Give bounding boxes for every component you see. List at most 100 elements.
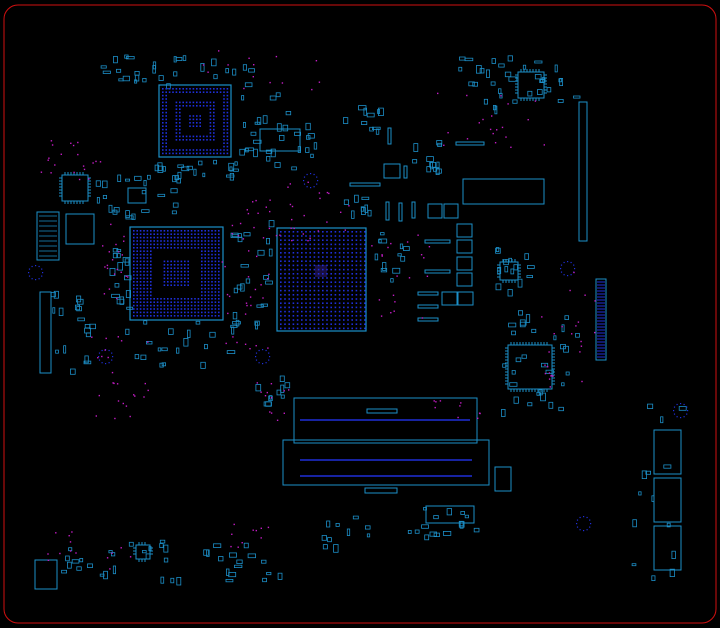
bga-cpu-socket-ball xyxy=(156,315,159,317)
passive xyxy=(305,122,311,131)
bga-south-bridge-ball xyxy=(351,302,353,304)
resistor-array-3 xyxy=(417,304,439,309)
test-point xyxy=(307,181,309,183)
bga-cpu-socket-ball xyxy=(180,298,183,300)
bga-south-bridge-ball xyxy=(347,289,349,292)
passive xyxy=(102,194,108,199)
bga-south-bridge-ball xyxy=(301,302,303,304)
passive xyxy=(284,382,291,389)
bga-cpu-socket-ball xyxy=(167,233,169,235)
passive xyxy=(561,324,565,333)
mounting-hole-left xyxy=(108,362,110,364)
bga-south-bridge-ball xyxy=(334,298,337,300)
test-point xyxy=(269,210,271,213)
bga-south-bridge-ball xyxy=(301,289,303,292)
test-point xyxy=(104,266,106,268)
bga-north-bridge-ball xyxy=(206,149,208,151)
bga-south-bridge-ball xyxy=(343,315,345,317)
bga-south-bridge-ball xyxy=(334,239,337,241)
passive xyxy=(524,253,529,260)
bga-cpu-socket-ball xyxy=(156,240,159,242)
bga-south-bridge-ball xyxy=(296,268,299,271)
test-point xyxy=(291,239,293,242)
bga-north-bridge-ball xyxy=(223,149,225,151)
bga-cpu-socket-ball xyxy=(207,291,210,293)
mounting-hole-right xyxy=(560,271,563,273)
bga-south-bridge-ball xyxy=(338,231,341,233)
bga-north-bridge-ball xyxy=(196,139,198,141)
bga-cpu-socket-ball xyxy=(177,301,179,303)
bga-south-bridge-ball xyxy=(330,247,332,250)
bga-south-bridge-ball xyxy=(343,302,345,304)
bga-cpu-socket-ball xyxy=(139,264,142,266)
bga-cpu-socket-ball xyxy=(197,230,200,232)
regulator-3 xyxy=(456,272,473,287)
passive xyxy=(163,544,169,553)
test-point xyxy=(147,389,149,392)
mounting-hole-edge xyxy=(28,268,31,270)
passive xyxy=(458,66,463,72)
bga-cpu-socket-ball xyxy=(187,233,189,235)
bga-cpu-socket-ball xyxy=(153,304,155,307)
passive xyxy=(541,77,546,83)
bga-north-bridge-ball xyxy=(223,88,225,90)
passive xyxy=(108,204,113,213)
test-point xyxy=(40,171,43,173)
passive xyxy=(99,573,105,577)
mounting-hole-left xyxy=(111,352,113,354)
passive xyxy=(491,58,496,64)
passive xyxy=(512,99,518,104)
passive xyxy=(502,363,507,368)
bga-cpu-socket-ball xyxy=(150,250,152,252)
passive xyxy=(557,99,564,103)
bga-south-bridge-ball xyxy=(351,323,353,325)
passive xyxy=(540,392,546,402)
passive xyxy=(517,278,523,288)
mounting-hole-center xyxy=(313,186,315,188)
passive xyxy=(254,320,260,326)
bga-cpu-socket-ball xyxy=(136,277,138,280)
passive xyxy=(176,577,182,586)
bga-south-bridge-ball xyxy=(313,277,316,279)
bga-cpu-socket-ball xyxy=(173,240,176,242)
passive xyxy=(76,566,82,571)
bga-south-bridge-ball xyxy=(288,289,290,292)
test-point xyxy=(459,405,461,407)
test-point xyxy=(108,251,110,253)
bga-cpu-socket-ball xyxy=(150,230,152,232)
bga-south-bridge-ball xyxy=(351,264,353,267)
passive xyxy=(183,337,189,347)
test-point xyxy=(279,234,281,236)
bga-south-bridge-ball xyxy=(313,302,316,304)
bga-north-bridge-ball xyxy=(175,101,178,104)
bga-cpu-socket-ball xyxy=(187,298,189,300)
bga-cpu-socket-ball xyxy=(211,267,213,269)
test-point xyxy=(500,95,502,97)
bga-south-bridge-ball xyxy=(355,310,358,313)
test-point xyxy=(121,254,123,256)
passive xyxy=(558,406,564,412)
bga-cpu-socket-ball xyxy=(184,260,186,263)
mounting-hole-bottom-right xyxy=(589,519,591,521)
passive xyxy=(53,290,59,299)
bga-cpu-socket-pads xyxy=(133,230,220,317)
test-point xyxy=(102,245,104,247)
test-point xyxy=(47,159,49,161)
bga-south-bridge-ball xyxy=(309,306,311,309)
bga-cpu-socket-ball xyxy=(163,247,166,249)
passive xyxy=(305,147,310,153)
bga-north-bridge-ball xyxy=(192,88,195,90)
bga-south-bridge-ball xyxy=(338,323,341,325)
bga-cpu-socket-ball xyxy=(167,274,169,276)
bga-cpu-socket-ball xyxy=(197,298,200,300)
board-outline xyxy=(3,4,717,624)
bga-south-bridge-ball xyxy=(330,294,332,296)
test-point xyxy=(381,255,383,257)
bga-south-bridge-ball xyxy=(351,315,353,317)
bga-cpu-socket-ball xyxy=(218,267,220,269)
bga-cpu-socket-ball xyxy=(201,284,203,286)
bga-south-bridge-ball xyxy=(296,252,299,254)
connector-left-block xyxy=(36,211,60,261)
